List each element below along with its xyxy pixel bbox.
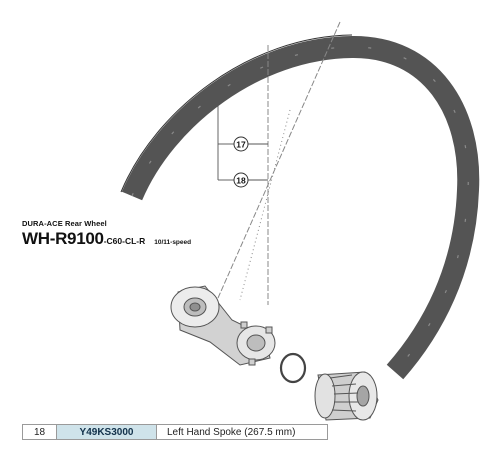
part-ref: 18: [23, 425, 57, 439]
callout-18: 18: [233, 172, 249, 188]
spokes: [217, 21, 341, 305]
part-code[interactable]: Y49KS3000: [57, 425, 157, 439]
wheel-model: WH-R9100: [22, 229, 104, 248]
callout-17-label: 17: [236, 140, 246, 150]
wheel-variant: -C60-CL-R: [103, 236, 146, 246]
wheel-label: DURA-ACE Rear Wheel WH-R9100-C60-CL-R 10/…: [22, 219, 191, 249]
o-ring: [279, 352, 307, 384]
spoke-center: [239, 109, 291, 301]
hub: [170, 285, 276, 366]
wheel-speed: 10/11-speed: [154, 239, 192, 246]
part-description: Left Hand Spoke (267.5 mm): [167, 426, 296, 438]
spoke-left: [217, 21, 341, 299]
callout-17: 17: [233, 136, 249, 152]
rim: [120, 34, 480, 380]
callout-18-label: 18: [236, 176, 246, 186]
freehub-body: [314, 371, 379, 421]
part-row: 18 Y49KS3000 Left Hand Spoke (267.5 mm): [22, 424, 328, 440]
wheel-model-row: WH-R9100-C60-CL-R 10/11-speed: [22, 229, 191, 249]
leader-lines: [217, 85, 268, 181]
wheel-series: DURA-ACE Rear Wheel: [22, 219, 107, 228]
